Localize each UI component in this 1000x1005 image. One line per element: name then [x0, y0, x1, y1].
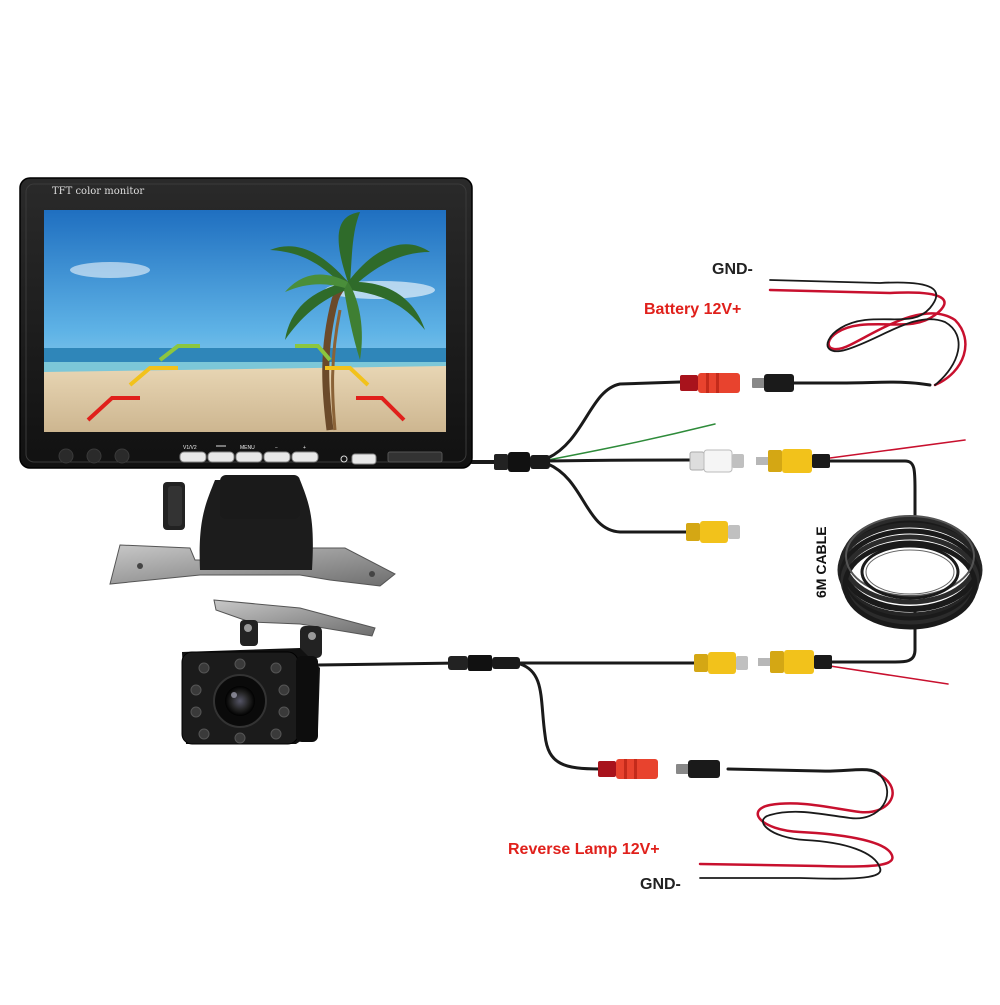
video-out-cable: [828, 459, 917, 522]
rca-white-female: [689, 449, 744, 473]
camera-cable: [316, 661, 462, 667]
monitor-button-mode[interactable]: [207, 445, 235, 463]
battery-red-wire: [768, 288, 967, 387]
camera-inline-connector: [448, 655, 520, 671]
dc-female-reverse: [598, 759, 658, 779]
button-label-plus: +: [303, 445, 306, 451]
wires: [316, 279, 967, 880]
cable-coil: [837, 515, 983, 630]
parking-guide-lines: [86, 344, 406, 422]
reverse-cable: [726, 767, 882, 777]
reverse-black-wire: [699, 774, 889, 880]
button-label-v1v2: V1/V2: [183, 445, 197, 451]
rca-yellow-male-top: [756, 449, 830, 473]
monitor-brand-text: TFT color monitor: [52, 186, 144, 197]
label-gnd-top: GND-: [712, 261, 753, 278]
monitor: TFT color monitor: [19, 177, 473, 587]
speaker-hole-1: [58, 448, 74, 464]
video-in-red-wire: [829, 665, 949, 685]
cable-length-label: 6M CABLE: [813, 526, 829, 598]
dc-female-battery: [680, 373, 740, 393]
green-wire: [547, 423, 716, 461]
monitor-button-menu[interactable]: MENU: [235, 445, 263, 463]
monitor-button-plus[interactable]: +: [291, 445, 319, 463]
label-reverse-lamp: Reverse Lamp 12V+: [508, 841, 660, 858]
power-branch: [546, 380, 682, 460]
video-in-cable: [828, 608, 917, 664]
dc-male-reverse: [676, 760, 720, 778]
battery-cable: [788, 380, 932, 387]
rca-yellow-female-monitor: [686, 521, 740, 543]
speaker-hole-2: [86, 448, 102, 464]
label-gnd-bottom: GND-: [640, 876, 681, 893]
ir-receiver: [387, 451, 443, 463]
camera-bracket: [213, 599, 376, 637]
camera-power-branch: [518, 662, 602, 771]
ir-leds: [190, 658, 290, 744]
rca-yellow-female-camera: [694, 652, 748, 674]
label-battery: Battery 12V+: [644, 301, 741, 318]
white-rca-branch: [546, 458, 692, 463]
monitor-harness-splitter: [494, 452, 550, 472]
button-label-minus: −: [275, 445, 278, 451]
speaker-hole-3: [114, 448, 130, 464]
backup-camera: [181, 599, 376, 745]
palm-tree-fronds: [270, 212, 430, 360]
video-out-red-wire: [829, 439, 966, 459]
rca-yellow-male-bottom: [758, 650, 832, 674]
camera-lens: [225, 686, 255, 716]
yellow-rca-branch: [546, 462, 688, 534]
monitor-button-minus[interactable]: −: [263, 445, 291, 463]
battery-black-wire: [769, 279, 960, 386]
monitor-button-v1v2[interactable]: V1/V2: [179, 445, 207, 463]
power-icon: [340, 455, 348, 463]
monitor-screen: [44, 210, 446, 432]
dc-male-battery: [752, 374, 794, 392]
button-label-menu: MENU: [240, 445, 255, 451]
monitor-button-power[interactable]: [340, 453, 377, 465]
